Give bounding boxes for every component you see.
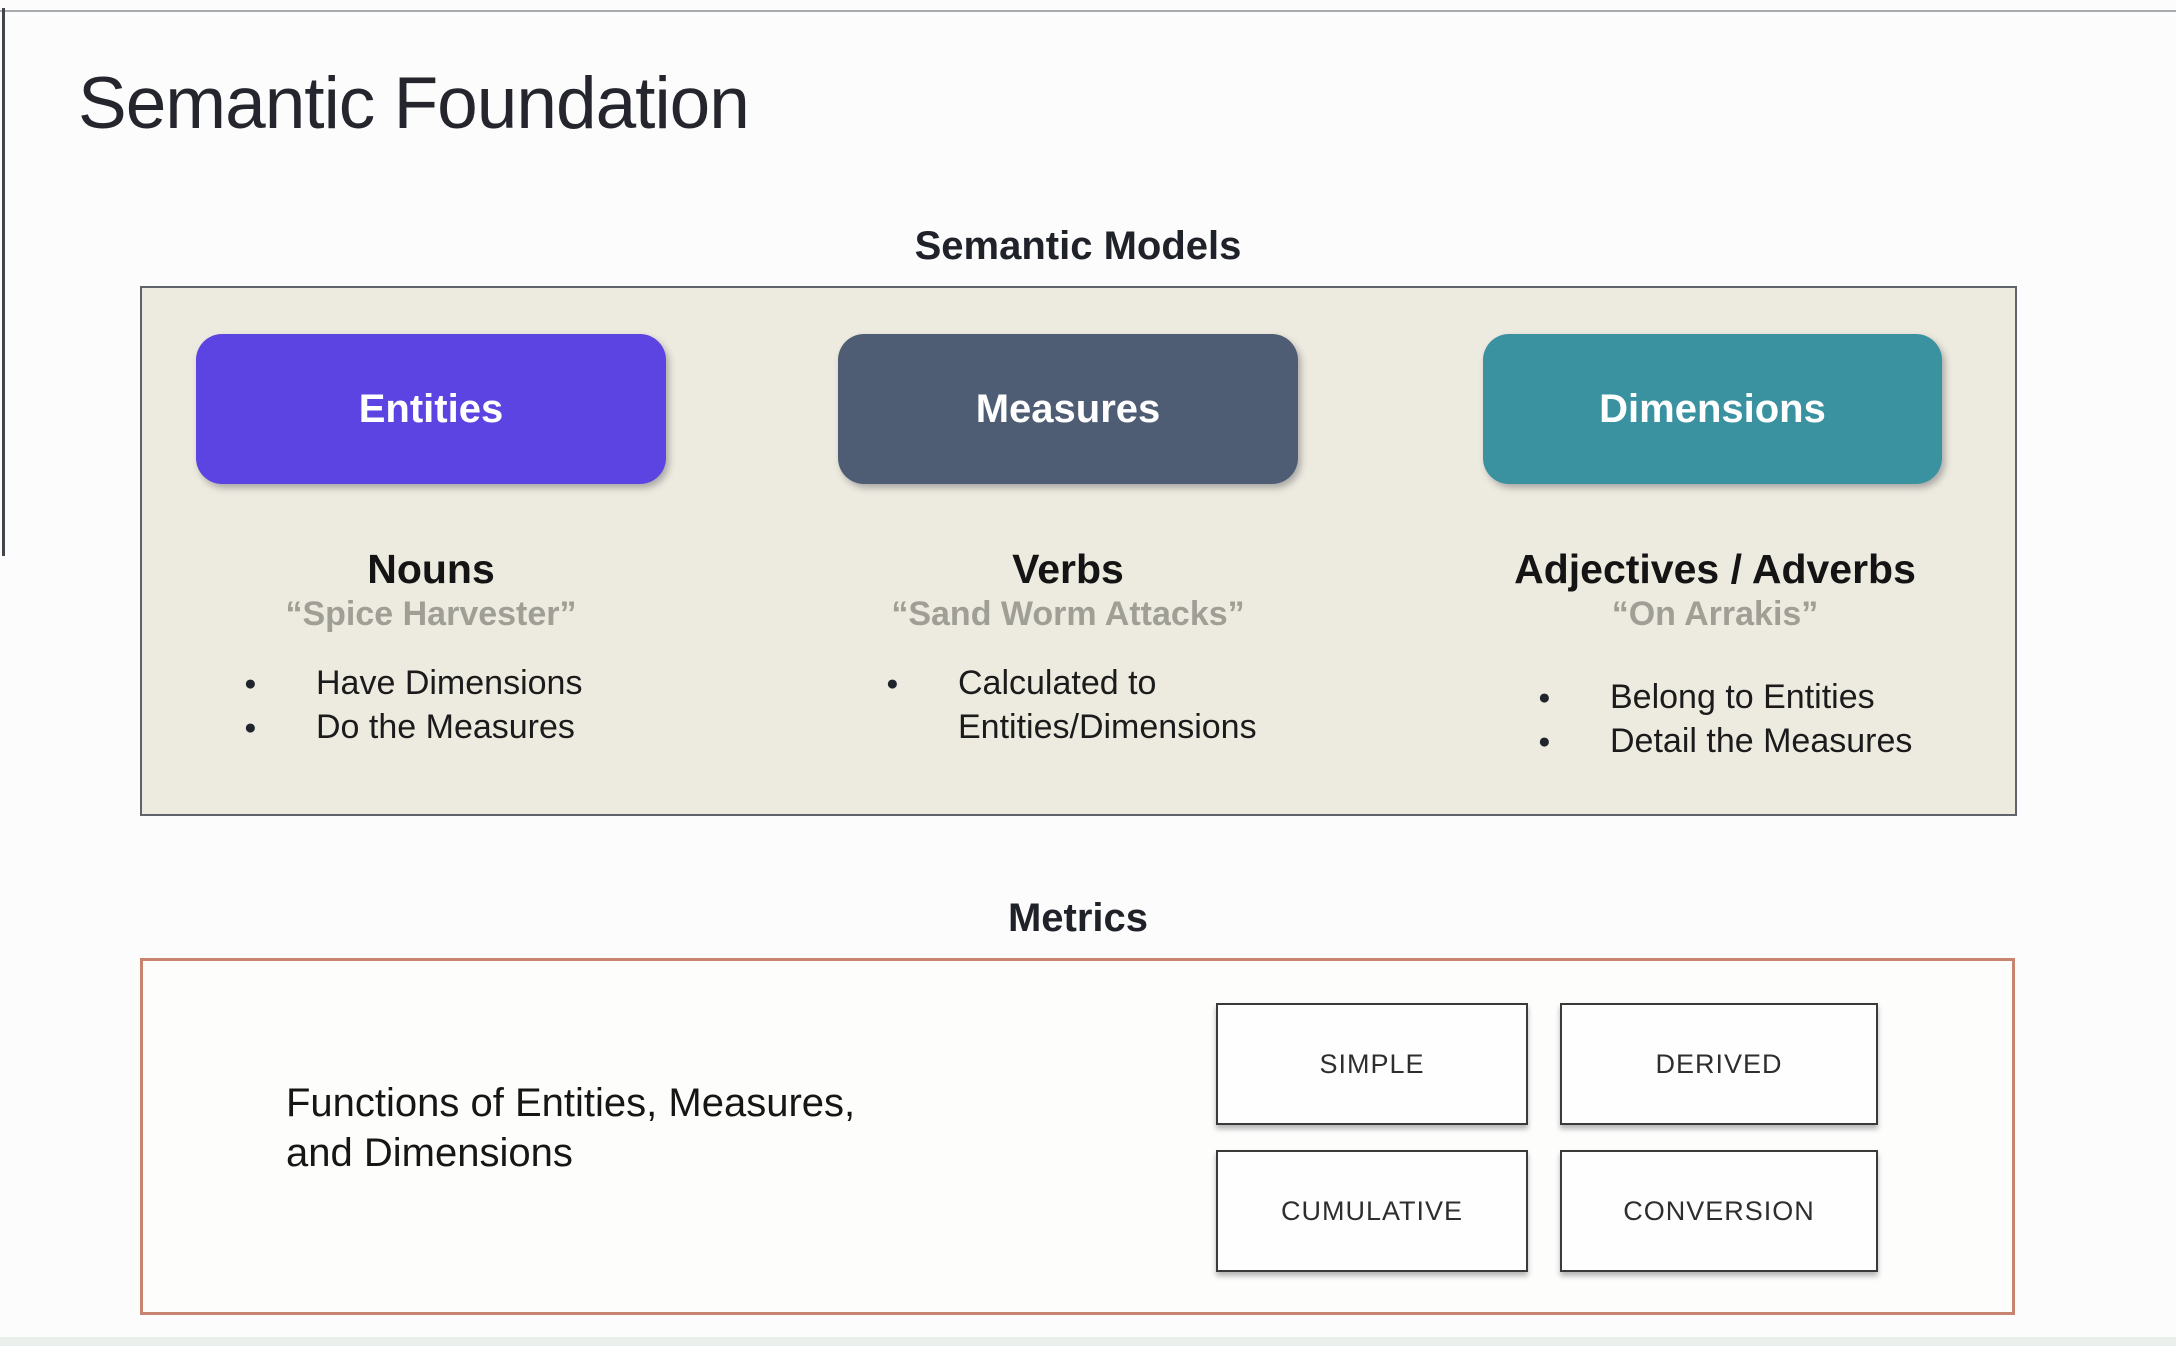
measures-example-quote: “Sand Worm Attacks” [891,595,1245,633]
bottom-strip [0,1337,2176,1346]
measures-word-class: Verbs [1012,546,1124,592]
measures-pill-label: Measures [975,386,1161,431]
entities-pill-label: Entities [358,386,504,431]
metrics-heading: Metrics [1007,896,1149,940]
metric-type-box-simple: SIMPLE [1216,1003,1528,1125]
frame-top-line [0,10,2176,12]
dimensions-example-quote: “On Arrakis” [1611,595,1819,633]
measures-bullet-list: Calculated to Entities/Dimensions [838,661,1298,749]
bullet-item: Calculated to Entities/Dimensions [886,661,1298,749]
metric-type-box-cumulative: CUMULATIVE [1216,1150,1528,1272]
measures-pill: Measures [838,334,1298,484]
page-title: Semantic Foundation [78,63,750,144]
entities-bullet-list: Have Dimensions Do the Measures [196,661,666,750]
entities-pill: Entities [196,334,666,484]
metrics-description-line-1: Functions of Entities, Measures, [286,1081,856,1125]
metric-type-box-derived: DERIVED [1560,1003,1878,1125]
metrics-description: Functions of Entities, Measures, and Dim… [286,1078,855,1178]
bullet-item: Do the Measures [244,705,666,750]
dimensions-bullet-list: Belong to Entities Detail the Measures [1420,675,2010,764]
dimensions-pill: Dimensions [1483,334,1942,484]
entities-column: Nouns “Spice Harvester” Have Dimensions … [196,545,666,750]
entities-word-class: Nouns [367,546,495,592]
frame-left-line [2,8,5,556]
bullet-item: Belong to Entities [1538,675,2010,720]
bullet-item: Have Dimensions [244,661,666,706]
metrics-description-line-2: and Dimensions [286,1131,573,1175]
metric-type-grid: SIMPLE DERIVED CUMULATIVE CONVERSION [1216,1003,1878,1272]
semantic-models-heading: Semantic Models [914,224,1242,268]
metric-type-box-conversion: CONVERSION [1560,1150,1878,1272]
dimensions-pill-label: Dimensions [1599,386,1826,431]
bullet-item: Detail the Measures [1538,719,2010,764]
entities-example-quote: “Spice Harvester” [285,595,577,633]
dimensions-word-class: Adjectives / Adverbs [1514,546,1916,592]
dimensions-column: Adjectives / Adverbs “On Arrakis” Belong… [1420,545,2010,764]
measures-column: Verbs “Sand Worm Attacks” Calculated to … [838,545,1298,749]
